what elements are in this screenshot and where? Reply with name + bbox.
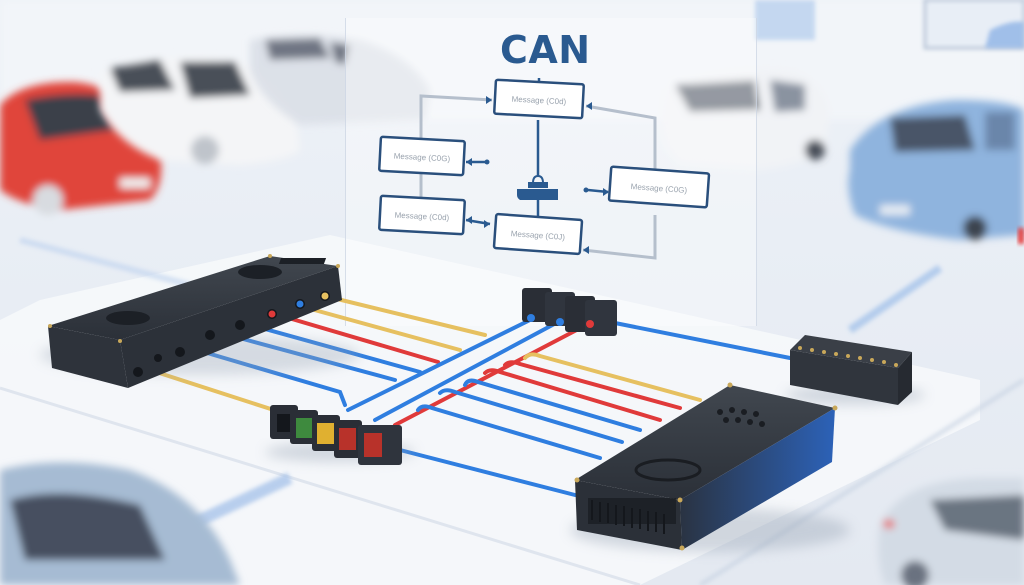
lane-marking	[187, 472, 293, 531]
pin-header-connector	[785, 335, 925, 405]
message-box-top: Message (C0d)	[493, 78, 585, 120]
car-silver-rear	[878, 478, 1024, 585]
wall-window	[755, 0, 815, 40]
svg-text:Message (C0d): Message (C0d)	[394, 211, 449, 223]
gateway-module	[40, 254, 360, 388]
message-box-bottom: Message (C0J)	[492, 212, 584, 256]
lane-marking	[847, 264, 943, 334]
svg-text:Message (C0J): Message (C0J)	[511, 229, 566, 242]
svg-text:Message (C0d): Message (C0d)	[511, 95, 566, 107]
control-module	[570, 382, 850, 552]
car-white	[100, 57, 300, 165]
connector-block-front	[265, 405, 415, 465]
car-grey	[250, 35, 430, 125]
connector-block-rear	[522, 288, 617, 336]
lane-marking	[19, 237, 191, 288]
svg-text:Message (C0G): Message (C0G)	[393, 152, 450, 164]
car-white-suv	[660, 69, 830, 170]
message-box-right: Message (C0G)	[607, 165, 711, 209]
diagram-arrowheads	[466, 96, 609, 254]
diagram-title: CAN	[500, 28, 591, 72]
car-blue	[848, 100, 1024, 240]
diagram-connectors	[419, 94, 657, 260]
svg-text:Message (C0G): Message (C0G)	[630, 182, 687, 195]
bus-hub-icon	[517, 174, 558, 200]
message-box-left-lower: Message (C0d)	[378, 194, 466, 236]
message-box-left-upper: Message (C0G)	[378, 135, 466, 177]
car-silver-front	[0, 462, 240, 585]
